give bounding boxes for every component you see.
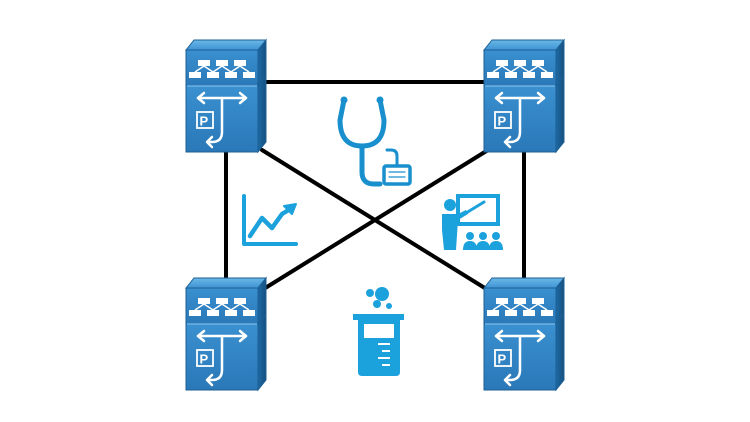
chart-growth-icon bbox=[242, 194, 298, 246]
switch-bottom-left: P bbox=[184, 276, 268, 392]
links bbox=[224, 80, 526, 292]
switch-top-left: P bbox=[184, 38, 268, 154]
switch-label: P bbox=[498, 352, 507, 367]
switch-label: P bbox=[200, 352, 209, 367]
presenter-icon bbox=[442, 194, 503, 250]
switch-top-right: P bbox=[482, 38, 566, 154]
link-diagonal-up bbox=[260, 148, 490, 292]
switch-label: P bbox=[200, 114, 209, 129]
switch-bottom-right: P bbox=[482, 276, 566, 392]
stethoscope-icon bbox=[337, 96, 412, 187]
switch-label: P bbox=[498, 114, 507, 129]
beaker-icon bbox=[353, 287, 404, 376]
